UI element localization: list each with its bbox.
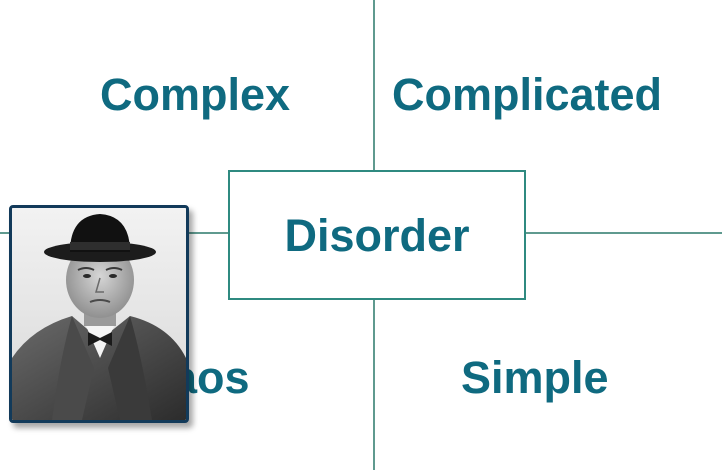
divider-vertical-top [373, 0, 375, 172]
portrait-photo [9, 205, 189, 423]
divider-vertical-bottom [373, 298, 375, 470]
divider-horizontal-right [524, 232, 722, 234]
quadrant-label-complicated: Complicated [392, 69, 663, 120]
quadrant-label-complex: Complex [100, 69, 291, 120]
center-label-disorder: Disorder [284, 209, 470, 261]
portrait-photo-icon [12, 208, 186, 420]
center-box: Disorder [228, 170, 526, 300]
quadrant-label-simple: Simple [461, 352, 609, 403]
